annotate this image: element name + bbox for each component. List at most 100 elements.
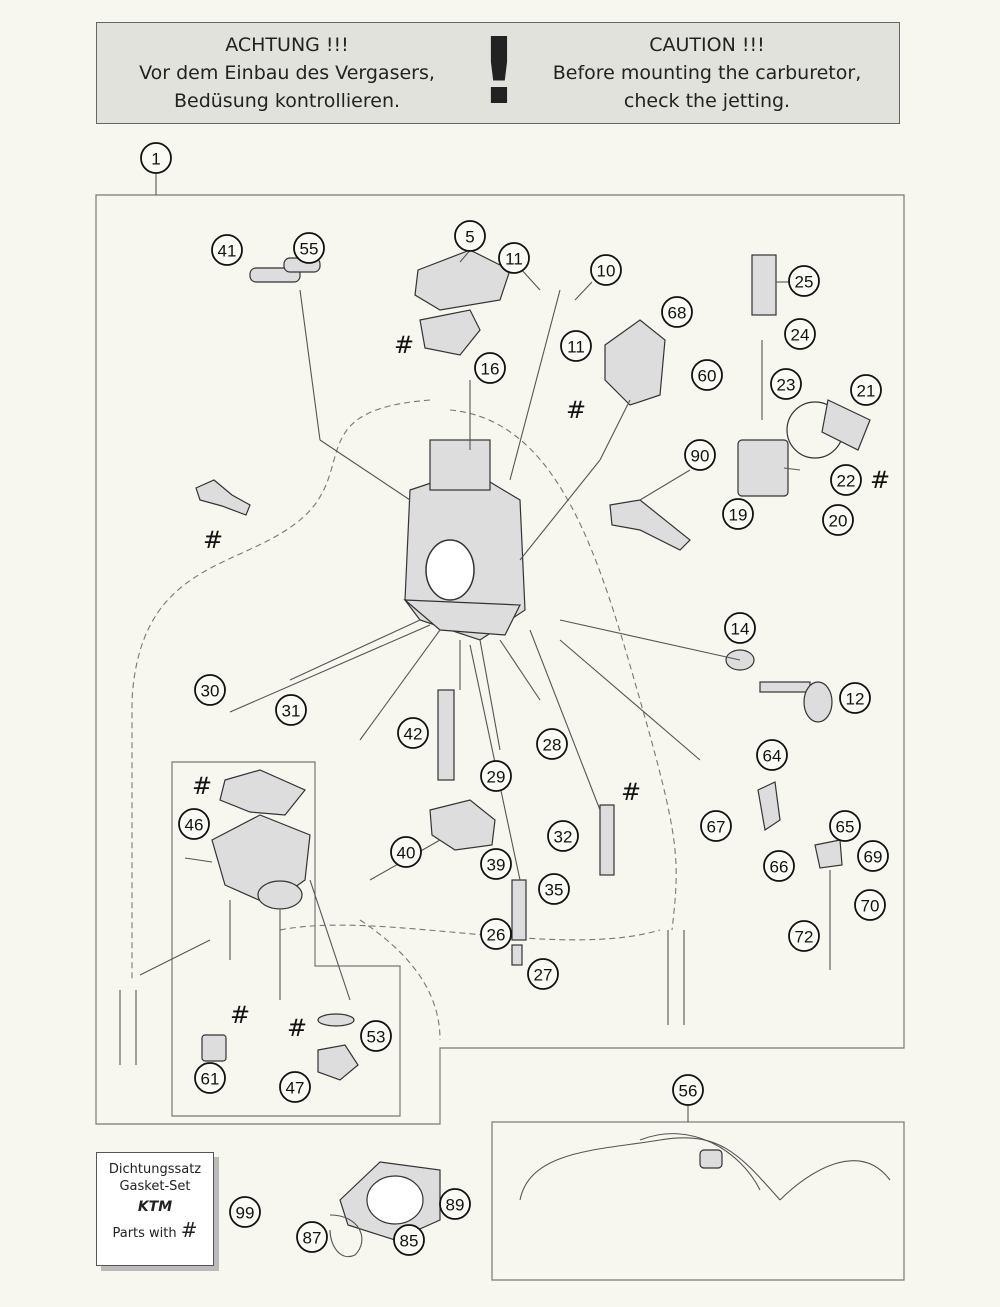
gasket-set-hash-mark: # bbox=[566, 396, 586, 424]
callout-number: 60 bbox=[698, 367, 717, 386]
part-callout-24: 24 bbox=[784, 318, 816, 350]
part-callout-27: 27 bbox=[527, 958, 559, 990]
callout-circle bbox=[480, 918, 512, 950]
part-callout-12: 12 bbox=[839, 682, 871, 714]
float bbox=[429, 799, 496, 851]
callout-circle bbox=[560, 330, 592, 362]
callout-circle bbox=[788, 920, 820, 952]
callout-circle bbox=[854, 889, 886, 921]
callout-circle bbox=[784, 318, 816, 350]
exclamation-icon: ! bbox=[478, 18, 520, 125]
part-callout-60: 60 bbox=[691, 359, 723, 391]
throttle-cable-cover bbox=[604, 319, 666, 406]
warning-german: ACHTUNG !!! Vor dem Einbau des Vergasers… bbox=[107, 31, 467, 115]
callout-circle bbox=[439, 1188, 471, 1220]
part-callout-28: 28 bbox=[536, 728, 568, 760]
gasket-kit-parts-with: Parts with bbox=[112, 1226, 177, 1241]
part-callout-11: 11 bbox=[560, 330, 592, 362]
part-callout-26: 26 bbox=[480, 918, 512, 950]
callout-circle bbox=[480, 760, 512, 792]
part-callout-47: 47 bbox=[279, 1071, 311, 1103]
callout-circle bbox=[770, 368, 802, 400]
callout-circle bbox=[538, 873, 570, 905]
callout-circle bbox=[700, 810, 732, 842]
gasket-set-hash-mark: # bbox=[230, 1001, 250, 1029]
callout-circle bbox=[536, 728, 568, 760]
warning-english-line: Before mounting the carburetor, bbox=[552, 62, 862, 84]
callout-number: 68 bbox=[668, 304, 687, 323]
callout-number: 99 bbox=[236, 1204, 255, 1223]
callout-number: 64 bbox=[763, 747, 782, 766]
cable-set-frame bbox=[491, 1121, 905, 1281]
part-callout-21: 21 bbox=[850, 374, 882, 406]
callout-circle bbox=[275, 694, 307, 726]
callout-circle bbox=[229, 1196, 261, 1228]
callout-circle bbox=[194, 674, 226, 706]
gasket-kit-english-label: Gasket-Set bbox=[119, 1179, 191, 1194]
callout-number: 41 bbox=[218, 242, 237, 261]
warning-german-title: ACHTUNG !!! bbox=[225, 34, 349, 56]
part-callout-19: 19 bbox=[722, 498, 754, 530]
callout-number: 29 bbox=[487, 768, 506, 787]
part-callout-61: 61 bbox=[194, 1062, 226, 1094]
part-callout-5: 5 bbox=[454, 220, 486, 252]
part-callout-68: 68 bbox=[661, 296, 693, 328]
part-callout-70: 70 bbox=[854, 889, 886, 921]
callout-number: 30 bbox=[201, 682, 220, 701]
callout-circle bbox=[293, 232, 325, 264]
gasket-set-hash-mark: # bbox=[394, 331, 414, 359]
callout-number: 11 bbox=[505, 250, 523, 269]
callout-number: 19 bbox=[729, 506, 748, 525]
callout-circle bbox=[661, 296, 693, 328]
part-callout-39: 39 bbox=[480, 848, 512, 880]
callout-circle bbox=[691, 359, 723, 391]
callout-number: 20 bbox=[829, 512, 848, 531]
part-callout-41: 41 bbox=[211, 234, 243, 266]
callout-circle bbox=[672, 1074, 704, 1106]
part-callout-99: 99 bbox=[229, 1196, 261, 1228]
part-callout-72: 72 bbox=[788, 920, 820, 952]
callout-circle bbox=[788, 265, 820, 297]
callout-circle bbox=[722, 498, 754, 530]
gasket-set-hash-mark: # bbox=[287, 1014, 307, 1042]
callout-circle bbox=[756, 739, 788, 771]
callout-circle bbox=[763, 850, 795, 882]
callout-number: 89 bbox=[446, 1196, 465, 1215]
part-callout-67: 67 bbox=[700, 810, 732, 842]
warning-english-line: check the jetting. bbox=[623, 90, 791, 112]
callout-circle bbox=[547, 820, 579, 852]
gasket-kit-german-label: Dichtungssatz bbox=[108, 1162, 202, 1177]
callout-number: 21 bbox=[857, 382, 876, 401]
callout-circle bbox=[279, 1071, 311, 1103]
callout-number: 25 bbox=[795, 273, 814, 292]
callout-number: 12 bbox=[846, 690, 865, 709]
callout-circle bbox=[590, 254, 622, 286]
part-callout-31: 31 bbox=[275, 694, 307, 726]
part-callout-65: 65 bbox=[829, 810, 861, 842]
callout-circle bbox=[211, 234, 243, 266]
part-callout-22: 22 bbox=[830, 464, 862, 496]
callout-number: 5 bbox=[465, 228, 474, 247]
float-bowl-frame bbox=[171, 761, 401, 1117]
part-callout-42: 42 bbox=[397, 717, 429, 749]
gasket-kit-box: Dichtungssatz Gasket-Set KTM Parts with … bbox=[96, 1152, 214, 1266]
part-callout-10: 10 bbox=[590, 254, 622, 286]
gasket-set-hash-mark: # bbox=[621, 778, 641, 806]
callout-number: 67 bbox=[707, 818, 726, 837]
callout-number: 16 bbox=[481, 360, 500, 379]
callout-number: 22 bbox=[837, 472, 856, 491]
callout-number: 23 bbox=[777, 376, 796, 395]
callout-number: 56 bbox=[679, 1082, 698, 1101]
part-callout-40: 40 bbox=[390, 836, 422, 868]
callout-circle bbox=[360, 1020, 392, 1052]
callout-number: 85 bbox=[400, 1232, 419, 1251]
part-callout-55: 55 bbox=[293, 232, 325, 264]
callout-circle bbox=[397, 717, 429, 749]
callout-number: 31 bbox=[282, 702, 301, 721]
callout-circle bbox=[296, 1221, 328, 1253]
callout-number: 27 bbox=[534, 966, 553, 985]
callout-number: 65 bbox=[836, 818, 855, 837]
callout-circle bbox=[822, 504, 854, 536]
